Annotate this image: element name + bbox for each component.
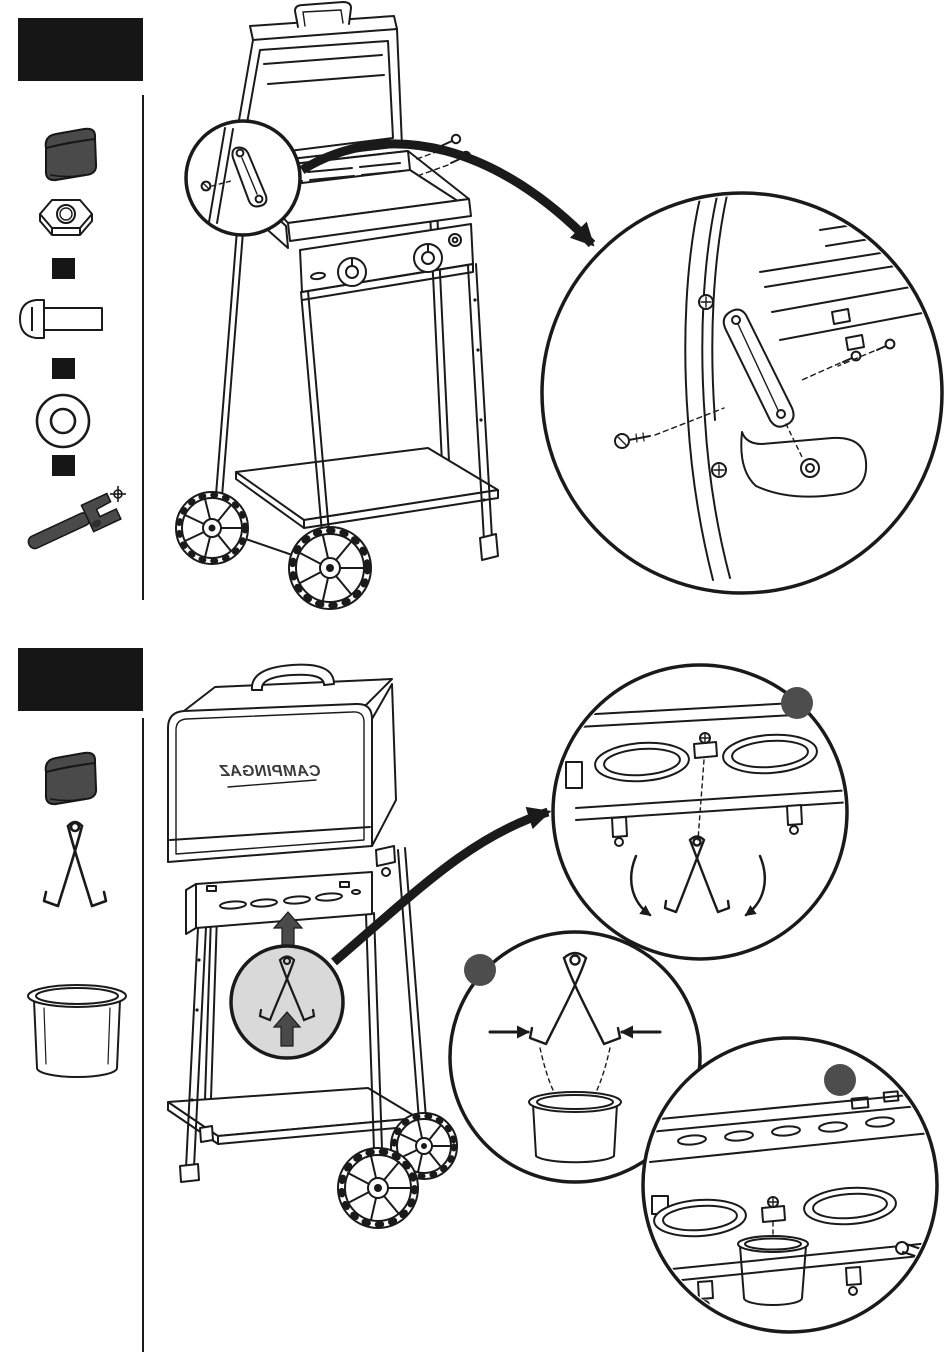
bolt-icon — [19, 299, 103, 339]
washer-icon — [35, 393, 91, 449]
hinge-screw — [200, 180, 232, 192]
assembly-illustration-top — [175, 1, 944, 610]
front-wheel — [337, 1147, 419, 1229]
burner-left — [653, 1198, 747, 1238]
grill-cart-open-lid — [175, 1, 499, 610]
qty-chip-2 — [52, 358, 75, 379]
parts-divider-bottom — [142, 718, 144, 1352]
lid-handle — [294, 1, 352, 28]
burner-right — [803, 1186, 897, 1226]
cart-lower-shelf — [235, 447, 499, 529]
grease-cup — [528, 1091, 622, 1164]
step-marker-3 — [824, 1064, 856, 1096]
qty-chip-1 — [52, 258, 75, 279]
step-marker-1 — [781, 687, 813, 719]
zoom-connector-arrow-bottom — [331, 806, 552, 966]
burner-right — [722, 733, 818, 775]
front-panel — [185, 871, 373, 935]
burner-tongs-detail-circle — [551, 663, 849, 961]
tongs-detail-circle — [229, 944, 345, 1060]
bracket-screw — [614, 407, 725, 449]
assembly-illustration-bottom: CAMPINGAZ — [167, 663, 939, 1334]
step-header-box-top — [18, 18, 143, 81]
cart-lower-shelf — [167, 1087, 419, 1145]
retainer-bracket — [761, 1196, 786, 1223]
tongs-glyph — [528, 951, 622, 1046]
control-panel — [299, 223, 474, 301]
retainer-bracket — [693, 732, 718, 759]
wrench-icon — [27, 486, 126, 550]
rotate-arrow-left — [629, 854, 652, 917]
burner-knob-left — [337, 257, 367, 287]
step-header-box-bottom — [18, 648, 143, 711]
door-panel-edge — [684, 197, 714, 581]
venturi-rail — [575, 789, 844, 847]
hex-nut-icon — [39, 199, 93, 236]
side-panel-detail-circle — [540, 191, 944, 595]
grill-cart-closed-lid — [167, 663, 458, 1229]
closed-lid — [167, 663, 397, 863]
panel-screw-lower — [711, 462, 727, 478]
lid-brand-text: CAMPINGAZ — [219, 763, 321, 780]
cloth-icon — [44, 127, 98, 182]
bolt-axis-icon — [110, 486, 126, 502]
cup-installed-detail-circle — [641, 1036, 939, 1334]
rear-wheel — [175, 491, 331, 569]
qty-chip-3 — [52, 455, 75, 476]
vent-slots — [677, 1090, 900, 1146]
burner-knob-right — [413, 243, 443, 273]
cloth-icon-2 — [44, 751, 98, 806]
step-marker-2 — [464, 954, 496, 986]
tongs-glyph — [663, 835, 731, 914]
zoom-connector-arrow-top — [299, 139, 596, 248]
piezo-igniter — [448, 233, 462, 247]
lower-bracket-plate — [740, 423, 868, 498]
insert-direction-arrow-inner — [272, 1011, 302, 1047]
rear-wheel — [377, 1112, 458, 1189]
panel-screw-upper — [698, 294, 714, 310]
grease-cup-icon — [27, 984, 127, 1078]
tongs-icon — [42, 820, 108, 908]
tongs-cup-detail-circle — [448, 930, 702, 1184]
hinge-detail-circle — [184, 119, 302, 237]
burner-left — [594, 741, 690, 783]
parts-divider-top — [142, 95, 144, 600]
side-bracket — [375, 845, 396, 877]
front-wheel — [288, 526, 372, 610]
panel-screws-right — [801, 338, 896, 381]
lid-handle — [250, 663, 335, 691]
cart-front-legs — [300, 263, 499, 561]
rotate-arrow-right — [744, 854, 767, 917]
